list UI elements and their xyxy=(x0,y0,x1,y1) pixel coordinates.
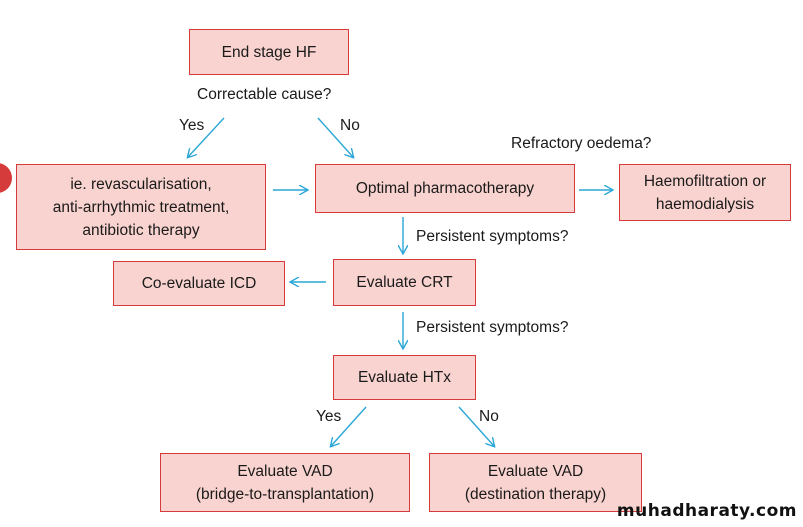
label-refractory-oedema: Refractory oedema? xyxy=(511,135,652,152)
node-optimal-pharmacotherapy: Optimal pharmacotherapy xyxy=(315,164,575,213)
node-optimal-text: Optimal pharmacotherapy xyxy=(355,180,535,197)
node-vad-dest-line-1: Evaluate VAD xyxy=(487,462,584,480)
label-persistent-symptoms-2: Persistent symptoms? xyxy=(416,319,569,336)
node-icd-text: Co-evaluate ICD xyxy=(141,275,257,292)
arrow-yes-to-vad-bridge xyxy=(331,406,367,446)
node-evaluate-crt: Evaluate CRT xyxy=(333,259,476,306)
node-crt-text: Evaluate CRT xyxy=(356,274,453,291)
slide-edge-marker xyxy=(0,163,12,193)
node-coevaluate-icd: Co-evaluate ICD xyxy=(113,261,285,306)
label-no-htx: No xyxy=(479,408,499,425)
node-haemo-line-1: Haemofiltration or xyxy=(643,172,767,190)
node-causes-line-1: ie. revascularisation, xyxy=(70,175,212,193)
node-htx-text: Evaluate HTx xyxy=(357,369,452,386)
node-evaluate-vad-bridge: Evaluate VAD (bridge-to-transplantation) xyxy=(160,453,410,512)
watermark: muhadharaty.com xyxy=(616,501,797,521)
node-correctable-treatments: ie. revascularisation, anti-arrhythmic t… xyxy=(16,164,266,250)
node-causes-line-3: antibiotic therapy xyxy=(82,221,200,239)
arrow-no-to-vad-dest xyxy=(458,406,494,446)
node-vad-dest-line-2: (destination therapy) xyxy=(464,485,607,503)
label-correctable-cause: Correctable cause? xyxy=(197,86,332,103)
node-vad-bridge-line-1: Evaluate VAD xyxy=(237,462,333,480)
label-yes-correctable: Yes xyxy=(179,117,205,134)
node-haemo-line-2: haemodialysis xyxy=(655,195,755,213)
arrow-no-to-optimal xyxy=(317,117,353,157)
node-end-stage-hf-text: End stage HF xyxy=(221,43,317,61)
label-no-correctable: No xyxy=(340,117,360,134)
label-persistent-symptoms-1: Persistent symptoms? xyxy=(416,228,569,245)
label-yes-htx: Yes xyxy=(316,408,342,425)
node-evaluate-htx: Evaluate HTx xyxy=(333,355,476,400)
node-evaluate-vad-destination: Evaluate VAD (destination therapy) xyxy=(429,453,642,512)
node-vad-bridge-line-2: (bridge-to-transplantation) xyxy=(195,485,375,503)
arrow-yes-to-causes xyxy=(188,117,225,157)
node-end-stage-hf: End stage HF xyxy=(189,29,349,75)
node-haemofiltration: Haemofiltration or haemodialysis xyxy=(619,164,791,221)
node-causes-line-2: anti-arrhythmic treatment, xyxy=(52,198,230,216)
